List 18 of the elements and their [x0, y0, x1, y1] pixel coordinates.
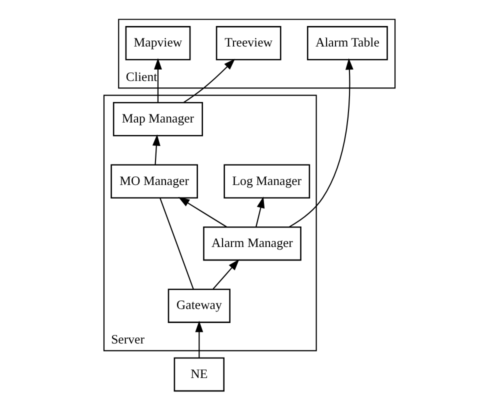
node-box: Map Manager	[112, 102, 203, 136]
arrow	[152, 134, 160, 165]
node-box: Alarm Manager	[203, 226, 302, 261]
arrow	[212, 259, 240, 290]
node-box: Mapview	[125, 26, 191, 60]
node-box: Gateway	[168, 288, 230, 323]
arrow	[195, 320, 204, 358]
arrow	[154, 58, 162, 102]
arrow	[178, 197, 228, 228]
connector	[160, 198, 194, 290]
arrow	[183, 58, 236, 104]
node-box: Alarm Table	[306, 26, 388, 60]
node-box: MO Manager	[110, 164, 198, 198]
arrow	[256, 196, 265, 227]
node-box: Log Manager	[224, 164, 310, 198]
node-box: Treeview	[216, 26, 282, 60]
arrow	[288, 58, 354, 228]
node-box: NE	[174, 357, 225, 392]
